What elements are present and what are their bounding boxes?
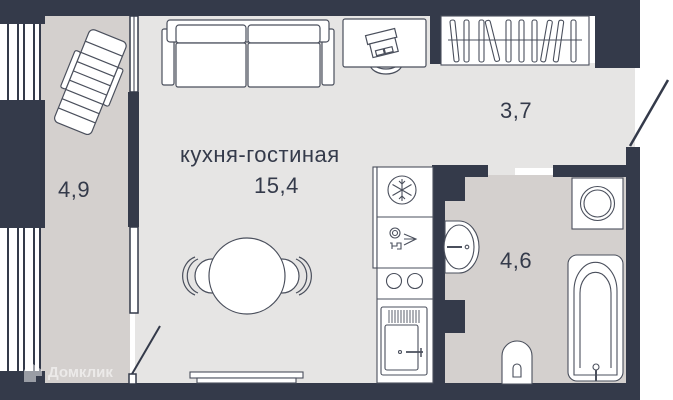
tv-stand-icon	[189, 371, 304, 384]
wall-balcony-divider	[128, 92, 139, 227]
room-name-kitchen-living: кухня-гостиная	[180, 142, 340, 167]
entrance-door-swing	[628, 79, 670, 147]
toilet-icon	[501, 340, 533, 385]
bathroom-sink-icon	[443, 220, 480, 274]
domclick-logo-icon	[24, 364, 42, 382]
room-area-bathroom: 4,6	[500, 248, 533, 273]
room-area-kitchen-living: 15,4	[254, 173, 299, 198]
wall-top-right	[595, 0, 640, 68]
bathtub-icon	[567, 254, 624, 382]
lounge-chair-icon	[54, 29, 127, 136]
balcony-door-swing	[128, 325, 161, 385]
wall-top	[0, 0, 640, 16]
balcony-glass-bottom	[129, 226, 139, 314]
window-left-bottom	[0, 228, 41, 371]
room-area-balcony: 4,9	[58, 177, 91, 202]
wall-bath-top-right	[553, 165, 628, 177]
balcony-glass-top	[129, 15, 139, 93]
kitchen-sink-icon	[380, 306, 428, 376]
watermark-text: Домклик	[48, 364, 113, 381]
wall-bottom	[0, 383, 640, 400]
stove-burners-icon	[385, 272, 424, 290]
wall-bath-left	[432, 165, 445, 385]
wall-left-mid	[0, 100, 45, 228]
desk-icon	[342, 18, 427, 75]
wall-bath-top-left	[432, 165, 488, 177]
dishwasher-icon	[389, 227, 418, 250]
wall-left-top	[0, 16, 45, 24]
sofa-icon	[161, 19, 335, 88]
fridge-snowflake-icon	[387, 175, 417, 205]
hallway-floor	[430, 63, 635, 168]
wall-hall-top	[430, 16, 442, 64]
wall-bath-notch-top	[445, 177, 465, 201]
dining-table-icon	[182, 237, 312, 315]
room-area-hallway: 3,7	[500, 98, 533, 123]
wall-bath-notch-bottom	[445, 300, 465, 333]
washing-machine-icon	[571, 177, 624, 230]
window-left-top	[0, 24, 41, 100]
wall-right	[626, 147, 640, 387]
wardrobe-icon	[440, 15, 590, 66]
